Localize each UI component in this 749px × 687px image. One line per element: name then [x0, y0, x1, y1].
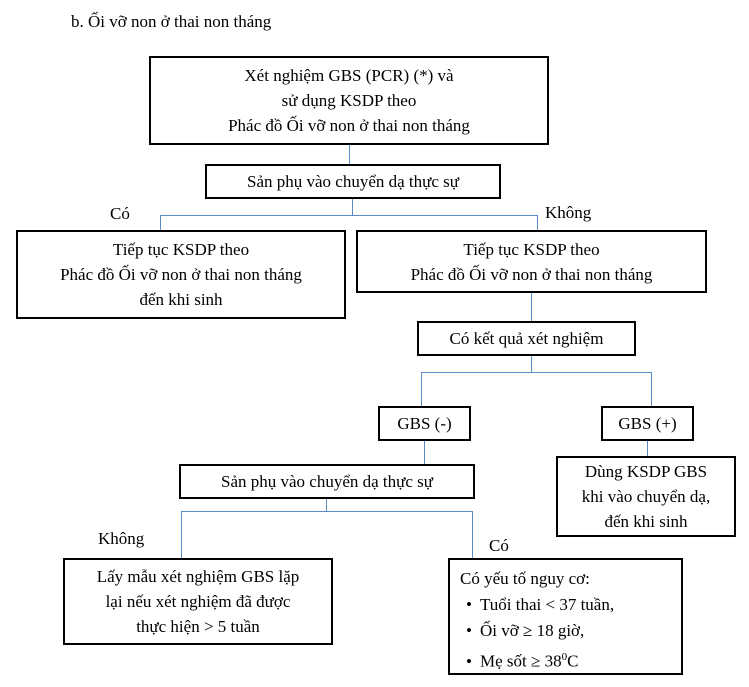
node-labor-check-2: Sản phụ vào chuyển dạ thực sự: [179, 464, 475, 499]
risk-factors-lead: Có yếu tố nguy cơ:: [460, 569, 590, 588]
node-continue-protocol: Tiếp tục KSDP theo Phác đồ Ối vỡ non ở t…: [356, 230, 707, 293]
node-use-ksdp-gbs: Dùng KSDP GBS khi vào chuyển dạ, đến khi…: [556, 456, 736, 537]
branch-label-yes-bottom: Có: [489, 536, 509, 555]
node-resample: Lấy mẫu xét nghiệm GBS lặp lại nếu xét n…: [63, 558, 333, 645]
node-line: Tiếp tục KSDP theo: [112, 240, 250, 259]
node-line: GBS (-): [397, 414, 452, 433]
node-risk-factors: Có yếu tố nguy cơ: Tuổi thai < 37 tuần, …: [448, 558, 683, 675]
branch-label-no-top: Không: [545, 203, 592, 222]
node-line: Phác đồ Ối vỡ non ở thai non tháng: [60, 265, 302, 284]
node-line: đến khi sinh: [604, 512, 688, 531]
node-line: Có kết quả xét nghiệm: [449, 329, 604, 348]
page-title: b. Ối vỡ non ở thai non tháng: [71, 12, 272, 31]
connector-result-split: [421, 372, 651, 373]
connector-gbspos-to-ksdp: [647, 441, 648, 456]
connector-labor1-left-drop: [160, 215, 161, 230]
risk-factor-item: Ối vỡ ≥ 18 giờ,: [480, 618, 614, 644]
connector-result-stem: [531, 356, 532, 372]
node-has-result: Có kết quả xét nghiệm: [417, 321, 636, 356]
node-line: lại nếu xét nghiệm đã được: [105, 592, 291, 611]
connector-labor2-split: [181, 511, 472, 512]
node-line: sử dụng KSDP theo: [281, 91, 417, 110]
node-line: Tiếp tục KSDP theo: [463, 239, 600, 259]
node-gbs-negative: GBS (-): [378, 406, 471, 441]
risk-factors-list: Tuổi thai < 37 tuần, Ối vỡ ≥ 18 giờ, Mẹ …: [450, 592, 614, 675]
node-line: Sản phụ vào chuyển dạ thực sự: [247, 172, 459, 191]
connector-protocol-to-result: [531, 293, 532, 321]
node-line: Sản phụ vào chuyển dạ thực sự: [221, 472, 433, 491]
connector-root-to-labor1: [349, 145, 350, 164]
node-continue-until-birth: Tiếp tục KSDP theo Phác đồ Ối vỡ non ở t…: [16, 230, 346, 319]
risk-factor-item: Mẹ sốt ≥ 380C: [480, 644, 614, 675]
node-root-test: Xét nghiệm GBS (PCR) (*) và sử dụng KSDP…: [149, 56, 549, 145]
risk-factor-item-text: Mẹ sốt ≥ 38: [480, 651, 562, 671]
connector-labor1-stem: [352, 199, 353, 215]
risk-factor-superscript: 0: [561, 651, 568, 663]
connector-labor2-stem: [326, 499, 327, 511]
node-line: Phác đồ Ối vỡ non ở thai non tháng: [410, 264, 653, 284]
node-line: Lấy mẫu xét nghiệm GBS lặp: [96, 567, 300, 586]
node-line: Dùng KSDP GBS: [584, 462, 708, 481]
branch-label-yes-top: Có: [110, 204, 130, 223]
node-line: khi vào chuyển dạ,: [581, 487, 711, 506]
node-line: Xét nghiệm GBS (PCR) (*) và: [244, 66, 454, 85]
connector-labor2-right-drop: [472, 511, 473, 558]
branch-label-no-bottom: Không: [98, 529, 145, 548]
node-labor-check-1: Sản phụ vào chuyển dạ thực sự: [205, 164, 501, 199]
connector-labor1-split: [160, 215, 537, 216]
risk-factor-item-unit: C: [567, 651, 579, 671]
node-gbs-positive: GBS (+): [601, 406, 694, 441]
connector-result-right-drop: [651, 372, 652, 406]
risk-factor-item: Tuổi thai < 37 tuần,: [480, 592, 614, 618]
node-line: Phác đồ Ối vỡ non ở thai non tháng: [228, 116, 470, 135]
connector-result-left-drop: [421, 372, 422, 406]
node-line: đến khi sinh: [139, 290, 223, 309]
connector-gbsneg-to-labor2: [424, 441, 425, 464]
connector-labor1-right-drop: [537, 215, 538, 230]
node-line: thực hiện > 5 tuần: [136, 617, 260, 636]
connector-labor2-left-drop: [181, 511, 182, 558]
node-line: GBS (+): [618, 414, 677, 433]
